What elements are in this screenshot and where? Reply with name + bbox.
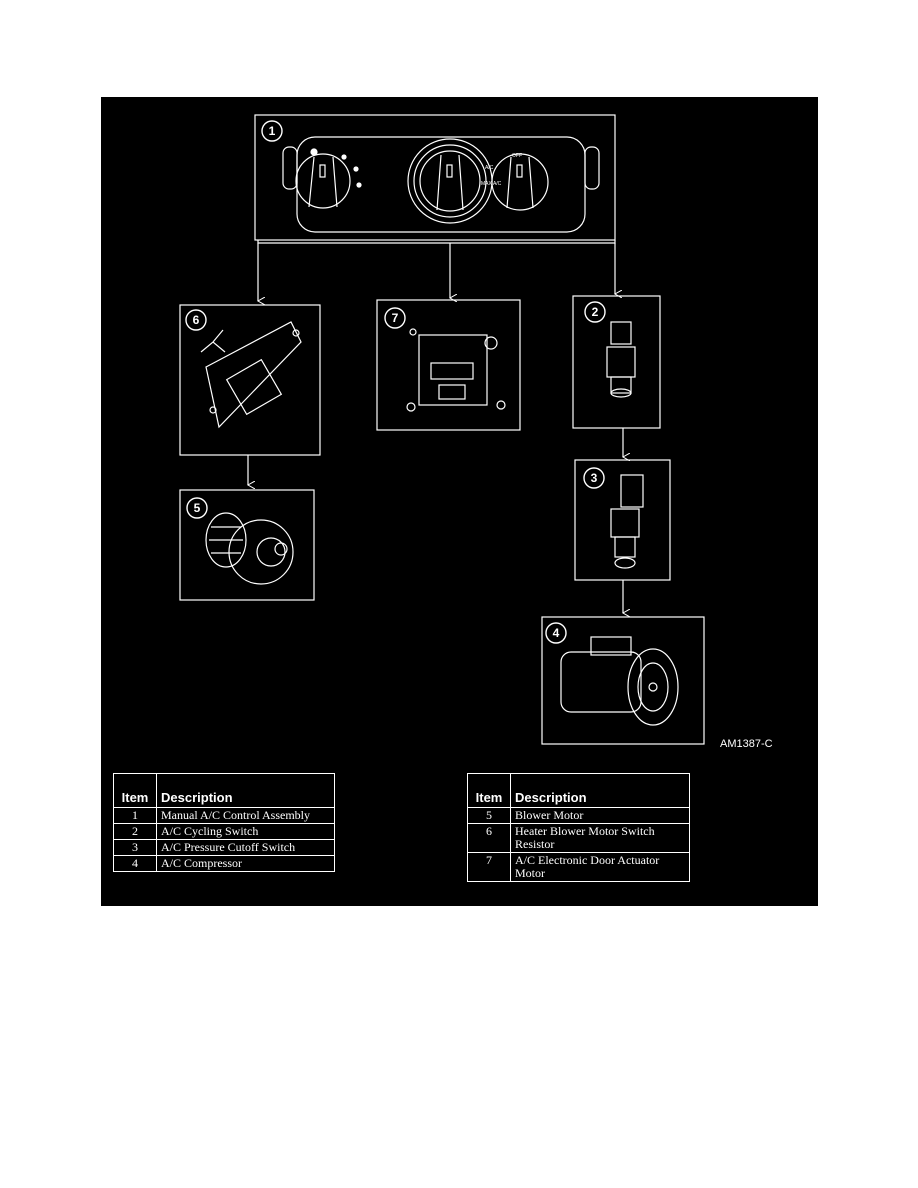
callout-6 xyxy=(185,309,207,331)
ac-label: A/C xyxy=(485,165,494,171)
compressor-box xyxy=(541,616,705,745)
control-assembly-box: OFF A/C MAX A/C xyxy=(254,114,616,241)
figure-id: AM1387-C xyxy=(720,738,773,750)
max-ac-label: MAX A/C xyxy=(481,181,502,187)
component-diagram: OFF A/C MAX A/C xyxy=(179,114,705,745)
pressure-switch-box xyxy=(574,459,671,581)
off-label: OFF xyxy=(512,153,522,159)
actuator-box xyxy=(376,299,521,431)
callout-2 xyxy=(584,301,606,323)
header-item: Item xyxy=(113,773,157,808)
callout-7-label: 7 xyxy=(392,311,399,325)
callout-2-label: 2 xyxy=(592,305,599,319)
callout-1 xyxy=(261,120,283,142)
callout-5 xyxy=(186,497,208,519)
callout-5-label: 5 xyxy=(194,501,201,515)
callout-3 xyxy=(583,467,605,489)
header-description: Description xyxy=(510,773,690,808)
callout-4-label: 4 xyxy=(553,626,560,640)
header-item: Item xyxy=(467,773,511,808)
header-description: Description xyxy=(156,773,335,808)
blower-motor-box xyxy=(179,489,315,601)
callout-6-label: 6 xyxy=(193,313,200,327)
callout-4 xyxy=(545,622,567,644)
callout-1-label: 1 xyxy=(269,124,276,138)
callout-3-label: 3 xyxy=(591,471,598,485)
callout-7 xyxy=(384,307,406,329)
cycling-switch-box xyxy=(572,295,661,429)
diagram-figure: OFF A/C MAX A/C xyxy=(101,97,818,906)
resistor-box xyxy=(179,304,321,456)
